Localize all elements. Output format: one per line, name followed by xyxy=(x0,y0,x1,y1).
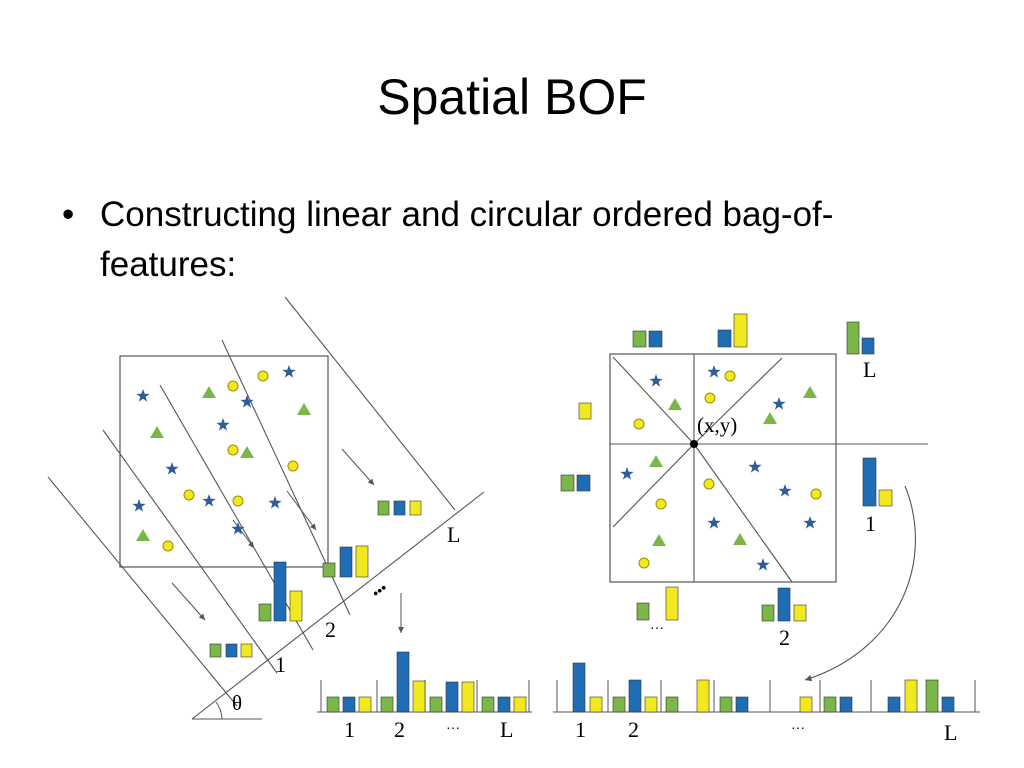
bullet-symbol: • xyxy=(62,195,75,234)
linear-bin-label-L: L xyxy=(447,522,460,547)
bottom-right-tick-L: L xyxy=(944,720,957,745)
linear-bin-label-2: 2 xyxy=(325,617,336,642)
linear-features xyxy=(132,365,311,552)
angle-label: θ xyxy=(232,691,242,715)
slide-title: Spatial BOF xyxy=(377,69,647,125)
linear-bin-histograms xyxy=(209,500,422,658)
circular-bin-label-L: L xyxy=(863,357,876,382)
circular-features xyxy=(620,365,822,571)
bottom-right-tick-dots: ··· xyxy=(791,719,805,735)
angle-arc xyxy=(215,701,223,720)
circular-sector-lines xyxy=(610,354,928,583)
bottom-left-tick-2: 2 xyxy=(394,717,405,742)
circular-bin-label-2: 2 xyxy=(779,625,790,650)
circular-curved-arrow xyxy=(804,485,916,682)
bottom-right-tick-1: 1 xyxy=(575,717,586,742)
linear-feature-box xyxy=(119,355,329,568)
circular-feature-box xyxy=(609,353,837,583)
circular-projection-panel: (x,y) xyxy=(560,313,928,682)
bullet-text: Constructing linear and circular ordered… xyxy=(100,195,834,284)
linear-projection-panel: 1 2 L ••• θ xyxy=(47,296,485,720)
bottom-right-tick-2: 2 xyxy=(628,717,639,742)
linear-projection-lines xyxy=(47,296,485,720)
circular-concatenated-histogram: 1 2 ··· L xyxy=(553,662,980,745)
bottom-left-tick-L: L xyxy=(500,717,513,742)
circular-dots: ··· xyxy=(650,619,664,635)
center-point xyxy=(690,440,698,448)
bottom-left-tick-1: 1 xyxy=(344,717,355,742)
linear-dots: ••• xyxy=(369,580,390,602)
linear-arrows xyxy=(171,448,404,633)
circular-bin-histograms xyxy=(560,313,893,622)
linear-bin-label-1: 1 xyxy=(275,652,286,677)
linear-concatenated-histogram: 1 2 ··· L xyxy=(317,651,532,742)
bottom-left-tick-dots: ··· xyxy=(446,719,460,735)
circular-bin-label-1: 1 xyxy=(865,511,876,536)
center-label: (x,y) xyxy=(697,413,737,437)
